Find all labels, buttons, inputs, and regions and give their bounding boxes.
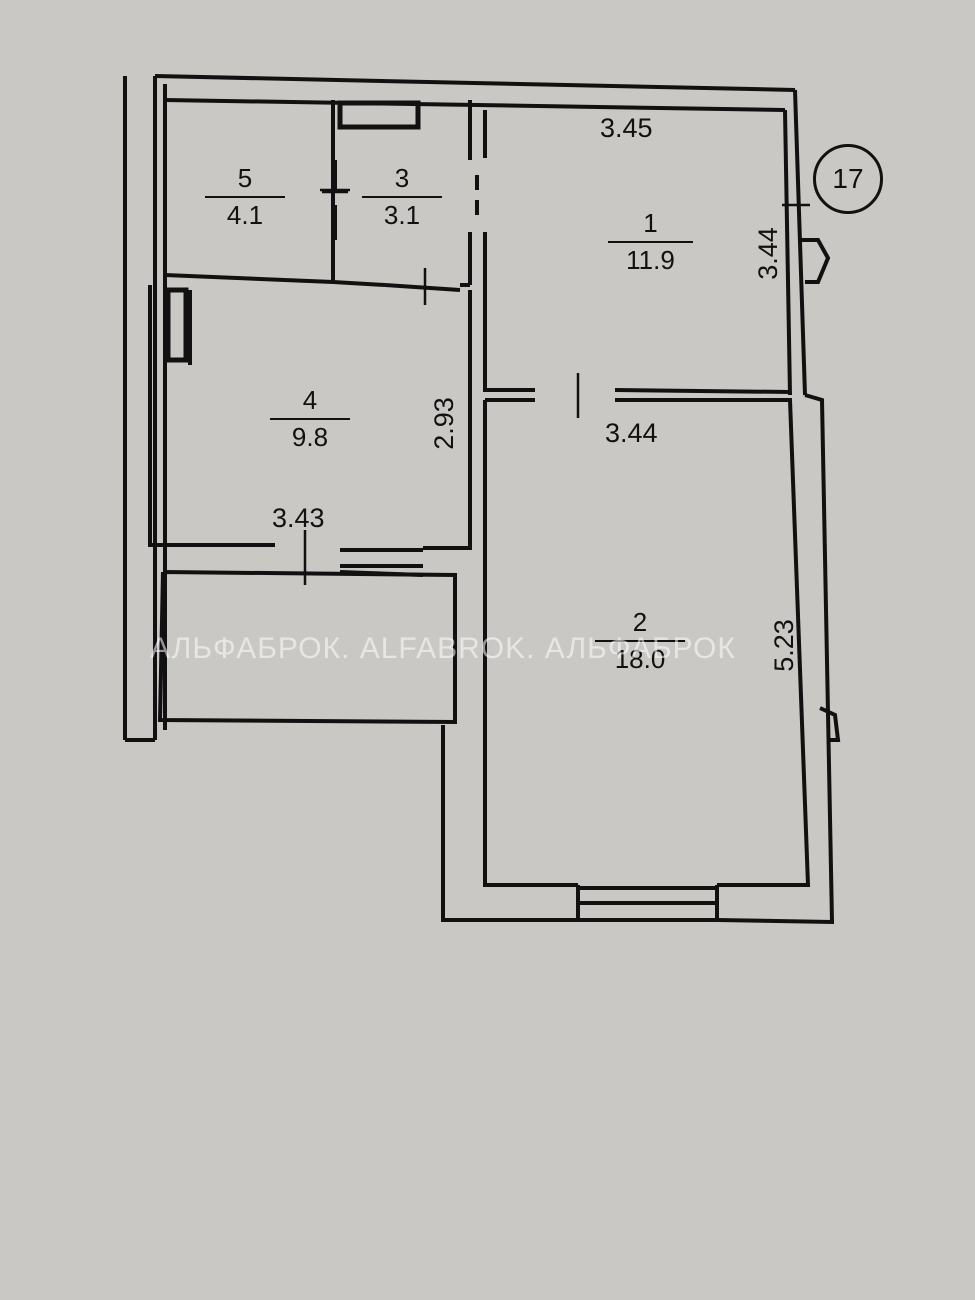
dim-room2-width: 3.44 [605,418,658,448]
room3-walls [460,232,472,287]
dim-room4-height: 2.93 [428,397,459,450]
room2-window [576,885,719,922]
dim-room2-height: 5.23 [768,619,799,672]
apartment-number-badge: 17 [813,144,883,214]
tick-right-room1 [782,174,810,246]
outer-wall-top [154,74,796,112]
room4-walls [148,285,472,550]
room1-walls [468,100,791,394]
outer-wall-left-bottom [123,76,155,742]
room5-walls [164,100,386,287]
watermark: АЛЬФАБРОК. ALFABROK. АЛЬФАБРОК [150,632,736,665]
outer-wall-left [153,76,167,740]
right-wall-jog [800,238,831,284]
dim-room1-height: 3.44 [752,227,783,280]
dim-room1-width: 3.45 [600,113,653,143]
room2-walls [483,398,811,887]
room4-door [384,283,461,292]
dim-room4-width: 3.43 [272,503,325,533]
appliance-icon [337,100,421,130]
appliance-icon [165,287,189,363]
right-wall-jog2 [819,706,841,742]
balcony-window [339,548,424,577]
door-tick-room5 [320,188,350,194]
outer-wall-right-upper [783,89,807,396]
